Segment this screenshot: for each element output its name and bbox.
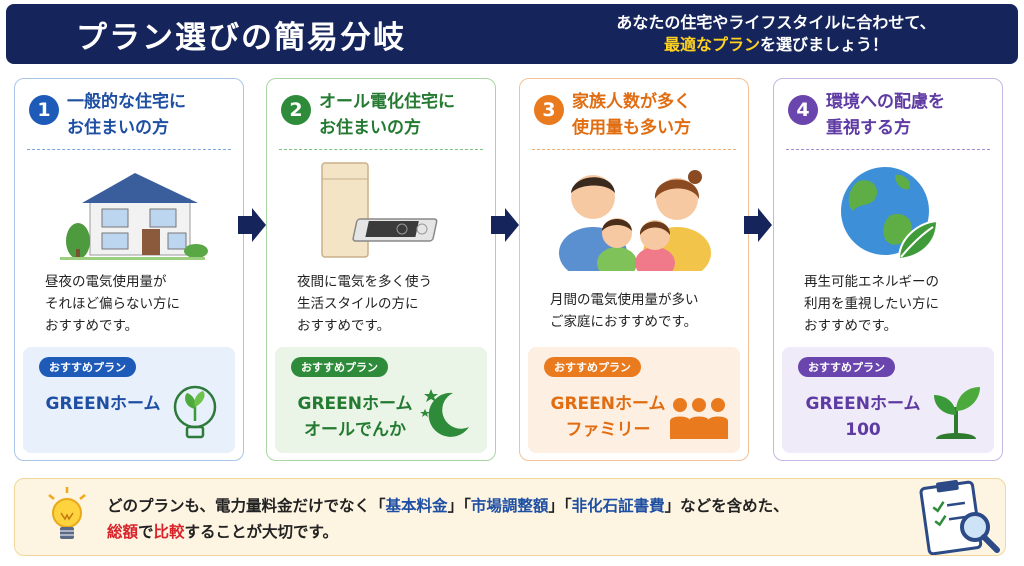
- plan-card-large-family: 3 家族人数が多く 使用量も多い方 月間の電気使用量が多い ご家庭におすすめです…: [519, 78, 749, 461]
- plan-name: GREENホーム100: [805, 394, 921, 440]
- card-description: 昼夜の電気使用量が それほど偏らない方に おすすめです。: [45, 274, 180, 334]
- moon-stars-icon: [417, 381, 477, 449]
- page-title: プラン選びの簡易分岐: [76, 19, 406, 56]
- note-text-segment: 」「: [548, 497, 572, 515]
- keyword-market-adjustment: 市場調整額: [470, 497, 549, 515]
- keyword-total: 総額: [107, 523, 139, 541]
- plan-card-general-home: 1 一般的な住宅に お住まいの方 昼夜の電気使用量が それほど偏らない方に おす…: [14, 78, 244, 461]
- card-number: 3: [534, 95, 564, 125]
- plan-name: GREENホーム ファミリー: [550, 394, 666, 440]
- recommended-plan-box[interactable]: おすすめプラン GREENホーム オールでんか: [275, 347, 487, 453]
- note-text: どのプランも、電力量料金だけでなく「基本料金」「市場調整額」「非化石証書費」など…: [107, 493, 907, 545]
- subtitle-line-1: あなたの住宅やライフスタイルに合わせて、: [616, 13, 936, 32]
- lightbulb-icon: [45, 487, 89, 551]
- subtitle-highlight: 最適なプラン: [663, 35, 760, 54]
- header-subtitle: あなたの住宅やライフスタイルに合わせて、 最適なプランを選びましょう！: [546, 12, 1006, 56]
- card-number: 1: [29, 95, 59, 125]
- card-title: 一般的な住宅に お住まいの方: [67, 92, 186, 138]
- note-text-segment: どのプランも、電力量料金だけでなく「: [107, 497, 386, 515]
- arrow-right-icon: [238, 208, 266, 242]
- water-heater-ih-stove-icon: [267, 159, 497, 264]
- recommended-badge: おすすめプラン: [544, 357, 641, 377]
- divider: [279, 149, 483, 150]
- arrow-right-icon: [491, 208, 519, 242]
- earth-leaf-icon: [774, 159, 1004, 264]
- note-text-segment: で: [138, 523, 154, 541]
- card-number: 4: [788, 95, 818, 125]
- card-number: 2: [281, 95, 311, 125]
- recommended-plan-box[interactable]: おすすめプラン GREENホーム: [23, 347, 235, 453]
- card-description: 再生可能エネルギーの 利用を重視したい方に おすすめです。: [804, 274, 939, 334]
- divider: [786, 149, 990, 150]
- card-description: 夜間に電気を多く使う 生活スタイルの方に おすすめです。: [297, 274, 432, 334]
- recommended-badge: おすすめプラン: [291, 357, 388, 377]
- subtitle-line-2: 最適なプランを選びましょう！: [546, 34, 1006, 56]
- recommended-badge: おすすめプラン: [798, 357, 895, 377]
- family-icon: [520, 159, 750, 271]
- divider: [532, 149, 736, 150]
- note-text-segment: することが大切です。: [184, 523, 338, 541]
- card-description: 月間の電気使用量が多い ご家庭におすすめです。: [550, 292, 699, 330]
- card-title: 環境への配慮を 重視する方: [826, 92, 945, 138]
- plan-card-all-electric: 2 オール電化住宅に お住まいの方 夜間に電気を多く使う 生活スタイルの方に お…: [266, 78, 496, 461]
- header-banner: プラン選びの簡易分岐 あなたの住宅やライフスタイルに合わせて、 最適なプランを選…: [6, 4, 1018, 64]
- keyword-basic-fee: 基本料金: [385, 497, 448, 515]
- bottom-note: どのプランも、電力量料金だけでなく「基本料金」「市場調整額」「非化石証書費」など…: [14, 478, 1006, 556]
- plan-card-eco-conscious: 4 環境への配慮を 重視する方 再生可能エネルギーの 利用を重視したい方に おす…: [773, 78, 1003, 461]
- divider: [27, 149, 231, 150]
- recommended-plan-box[interactable]: おすすめプラン GREENホーム ファミリー: [528, 347, 740, 453]
- keyword-non-fossil-certificate: 非化石証書費: [571, 497, 665, 515]
- card-title: オール電化住宅に お住まいの方: [319, 92, 455, 138]
- keyword-compare: 比較: [153, 523, 185, 541]
- plan-name: GREENホーム オールでんか: [297, 394, 413, 440]
- note-text-segment: 」などを含めた、: [664, 497, 789, 515]
- recommended-badge: おすすめプラン: [39, 357, 136, 377]
- sprout-icon: [928, 381, 984, 449]
- card-title: 家族人数が多く 使用量も多い方: [572, 92, 691, 138]
- people-group-icon: [668, 395, 730, 443]
- arrow-right-icon: [744, 208, 772, 242]
- clipboard-magnifier-icon: [919, 479, 1003, 559]
- subtitle-rest: を選びましょう！: [760, 35, 889, 54]
- house-icon: [15, 159, 245, 264]
- recommended-plan-box[interactable]: おすすめプラン GREENホーム100: [782, 347, 994, 453]
- plan-name: GREENホーム: [45, 394, 161, 414]
- lightbulb-leaf-icon: [165, 381, 225, 449]
- note-text-segment: 」「: [447, 497, 471, 515]
